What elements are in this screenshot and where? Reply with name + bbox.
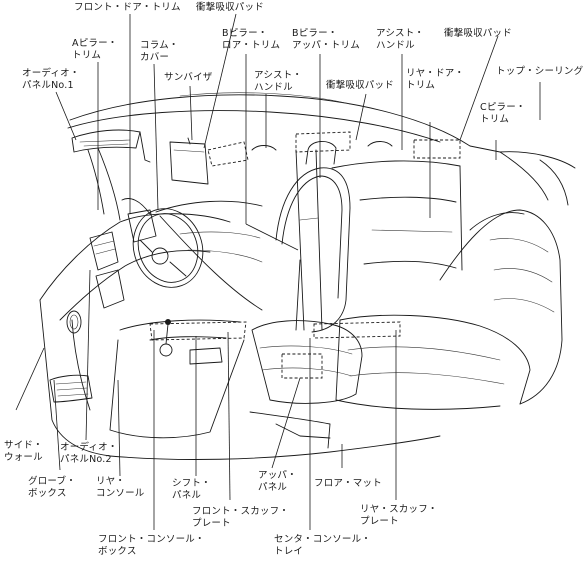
label-rear-scuff-plate: リヤ・スカッフ・ プレート [360, 504, 438, 527]
floor-shape [109, 411, 441, 460]
rear-seat-shape [335, 209, 563, 410]
label-audio-panel-no2: オーディオ・ パネルNo.2 [60, 442, 118, 465]
label-b-pillar-lower-trim: Bピラー・ ロア・トリム [222, 28, 281, 51]
label-front-console-box: フロント・コンソール・ ボックス [98, 534, 205, 557]
rear-door-shape [331, 160, 463, 271]
label-floor-mat: フロア・マット [314, 478, 382, 489]
label-sun-visor: サンバイザ [164, 72, 213, 83]
label-a-pillar-trim: Aピラー・ トリム [72, 38, 118, 61]
label-impact-pad-top: 衝撃吸収パッド [196, 2, 264, 13]
label-assist-handle-right: アシスト・ ハンドル [376, 28, 425, 51]
label-assist-handle-center: アシスト・ ハンドル [254, 70, 303, 93]
front-seat-shape [251, 141, 363, 404]
label-front-door-trim: フロント・ドア・トリム [74, 2, 181, 13]
label-impact-pad-right: 衝撃吸収パッド [444, 28, 512, 39]
label-top-ceiling: トップ・シーリング [496, 66, 584, 77]
leader-lines [15, 13, 541, 530]
label-center-console-tray: センタ・コンソール・ トレイ [274, 534, 372, 557]
sun-visor-shape [169, 137, 209, 185]
b-pillar-shape [295, 149, 323, 331]
dashboard-shape [39, 213, 231, 457]
label-impact-pad-center: 衝撃吸収パッド [326, 80, 394, 91]
console-dashed-regions [149, 321, 401, 379]
assist-handles [251, 141, 393, 151]
label-side-wall: サイド・ ウォール [4, 440, 43, 463]
label-rear-door-trim: リヤ・ドア・ トリム [406, 68, 465, 91]
label-upper-panel: アッパ・ パネル [258, 470, 297, 493]
overhead-console [71, 129, 151, 163]
impact-pad-regions [207, 131, 461, 167]
label-rear-console: リヤ・ コンソール [96, 476, 145, 499]
label-b-pillar-upper-trim: Bピラー・ アッパ・トリム [292, 28, 360, 51]
label-glove-box: グローブ・ ボックス [28, 476, 76, 499]
label-column-cover: コラム・ カバー [140, 40, 179, 63]
label-c-pillar-trim: Cピラー・ トリム [480, 102, 526, 125]
front-door-shape [155, 200, 263, 311]
center-console-shape [109, 319, 245, 439]
label-audio-panel-no1: オーディオ・ パネルNo.1 [22, 68, 80, 91]
column-cover-shape [127, 209, 157, 243]
steering-wheel-shape [121, 198, 204, 288]
label-front-scuff-plate: フロント・スカッフ・ プレート [192, 506, 290, 529]
a-pillar-shape [87, 147, 121, 221]
glove-box-shape [49, 374, 93, 403]
roof-lining [67, 92, 576, 206]
label-shift-panel: シフト・ パネル [172, 478, 211, 501]
